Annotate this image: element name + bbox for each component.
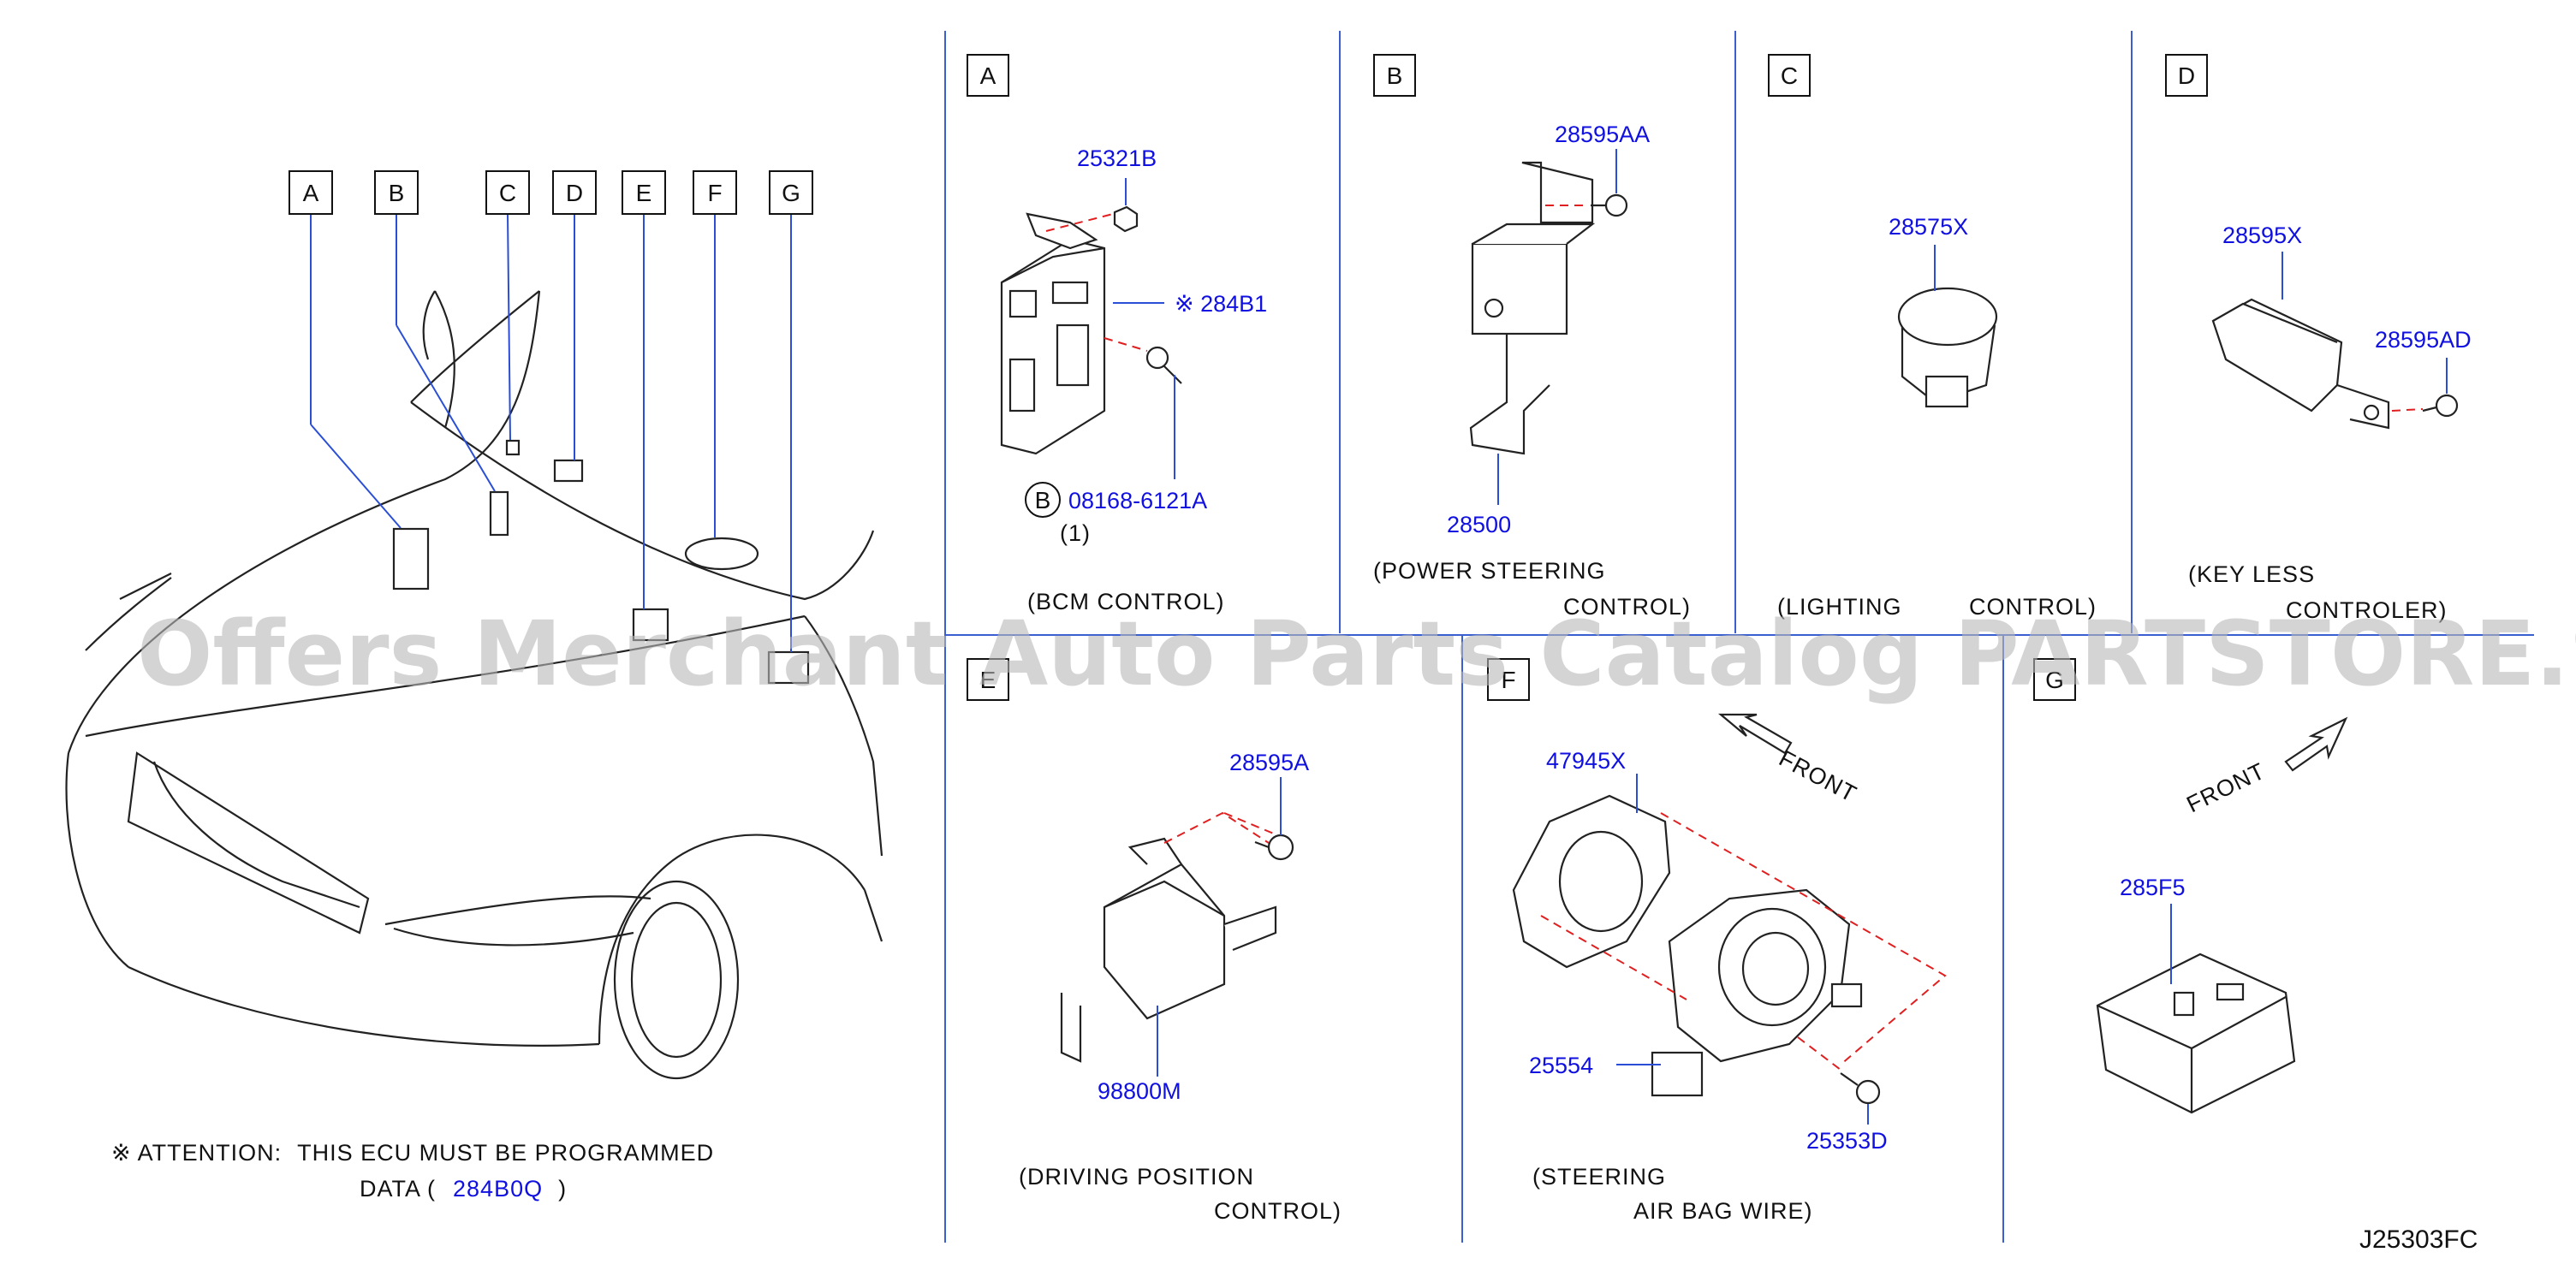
location-box-c: C (485, 170, 530, 215)
part-number-47945x[interactable]: 47945X (1546, 748, 1626, 774)
part-number-285f5[interactable]: 285F5 (2120, 875, 2186, 900)
screw-drawing (1591, 193, 1628, 217)
part-number-284b1[interactable]: ※ 284B1 (1175, 291, 1267, 317)
diagram-code: J25303FC (2359, 1225, 2478, 1254)
panel-e: E 28595A 98800M (DRIVING POSITION CONTRO… (967, 658, 1342, 1224)
location-box-e: E (622, 170, 666, 215)
driving-position-unit-drawing (1060, 837, 1277, 1063)
location-box-b: B (374, 170, 419, 215)
lighting-sensor-drawing (1897, 287, 1998, 408)
location-box-a: A (289, 170, 333, 215)
location-box-g: G (769, 170, 813, 215)
panel-caption-line-2: AIR BAG WIRE) (1633, 1198, 1813, 1224)
panel-d: D 28595X 28595AD (KEY LESS CONTROLER) (2165, 54, 2472, 623)
location-letter: F (707, 180, 722, 206)
location-letter: G (782, 180, 800, 206)
panel-caption-line-2: CONTROLER) (2286, 597, 2448, 623)
screw-drawing (1840, 1072, 1881, 1105)
part-number-08168-6121a[interactable]: 08168-6121A (1068, 488, 1207, 513)
attention-close: ) (558, 1176, 567, 1202)
part-number-28595x[interactable]: 28595X (2222, 223, 2302, 248)
nut-drawing (1113, 205, 1139, 233)
panel-letter: D (2178, 62, 2195, 89)
panel-caption-line-2: CONTROL) (1214, 1198, 1342, 1224)
attention-part-number[interactable]: 284B0Q (453, 1176, 543, 1202)
panel-letter: G (2045, 667, 2064, 693)
panel-letter: F (1501, 667, 1515, 693)
panel-c: C 28575X (LIGHTING CONTROL) (1768, 54, 2097, 620)
screw-drawing (2422, 394, 2459, 418)
bcm-unit-drawing (1000, 212, 1106, 455)
location-box-d: D (552, 170, 597, 215)
part-number-28575x[interactable]: 28575X (1889, 214, 1968, 240)
location-letter: D (566, 180, 583, 206)
location-box-f: F (693, 170, 737, 215)
reference-circle (1025, 482, 1061, 518)
part-number-28595a[interactable]: 28595A (1229, 750, 1309, 775)
screw-drawing (1254, 834, 1294, 861)
overview-parts (392, 439, 810, 685)
front-arrow-icon (2284, 716, 2348, 772)
module-285f5-drawing (2096, 952, 2296, 1114)
part-quantity: (1) (1060, 520, 1091, 546)
location-letter: A (303, 180, 319, 206)
panel-caption-line-2: CONTROL) (1969, 594, 2097, 620)
location-letter: E (636, 180, 652, 206)
part-number-28500[interactable]: 28500 (1447, 512, 1511, 537)
location-letter: C (499, 180, 516, 206)
overview-leaders (310, 213, 792, 652)
panel-letter: C (1781, 62, 1798, 89)
part-number-25353d[interactable]: 25353D (1806, 1128, 1888, 1154)
part-number-28595ad[interactable]: 28595AD (2375, 327, 2472, 353)
attention-text: THIS ECU MUST BE PROGRAMMED (297, 1140, 714, 1166)
panel-letter: E (980, 667, 996, 693)
overview-letter-boxes: A B C D E F G (289, 170, 813, 215)
front-indicator: FRONT (2182, 757, 2269, 817)
attention-prefix: ※ ATTENTION: (111, 1140, 282, 1166)
panel-caption-line-1: (LIGHTING (1777, 594, 1902, 620)
panel-caption-line-1: (DRIVING POSITION (1019, 1164, 1254, 1190)
panel-caption-line-1: (KEY LESS (2188, 561, 2315, 587)
front-arrow-icon (1717, 713, 1793, 755)
watermark-text: Offers Merchant Auto Parts Catalog PARTS… (137, 602, 2576, 706)
panel-a: A 25321B ※ 284B1 B 08168-6121A (1) (BCM … (967, 54, 1267, 614)
attention-note: ※ ATTENTION:THIS ECU MUST BE PROGRAMMED … (111, 1140, 714, 1202)
reference-circle-letter: B (1035, 487, 1051, 513)
car-outline (65, 290, 883, 1080)
part-number-28595aa[interactable]: 28595AA (1555, 122, 1650, 147)
keyless-unit-drawing (2211, 298, 2390, 430)
front-indicator: FRONT (1775, 745, 1861, 807)
attention-data: DATA ( (360, 1176, 436, 1202)
steering-sensor-drawing (1512, 794, 1671, 969)
part-number-25554[interactable]: 25554 (1529, 1053, 1593, 1078)
panel-g: G FRONT 285F5 (2033, 658, 2348, 1114)
svg-text:DATA (284B0Q): DATA ( 284B0Q) (360, 1176, 567, 1202)
panel-caption-line-2: CONTROL) (1563, 594, 1691, 620)
part-number-25321b[interactable]: 25321B (1077, 145, 1157, 171)
panel-letter: B (1387, 62, 1403, 89)
power-steering-unit-drawing (1469, 161, 1596, 455)
bolt-drawing (1145, 346, 1182, 384)
panel-b: B 28595AA 28500 (POWER STEERING CONTROL) (1373, 54, 1691, 620)
location-letter: B (389, 180, 405, 206)
panel-caption-line-1: (POWER STEERING (1373, 558, 1606, 584)
panel-letter: A (980, 62, 996, 89)
svg-text:※ ATTENTION:THIS ECU MUST B: ※ ATTENTION: THIS ECU MUST BE PROGRAMMED (111, 1140, 714, 1166)
panel-f: F FRONT 47945X 25554 25353D (STEERING AI… (1487, 658, 1947, 1224)
panel-dividers (944, 31, 2534, 1243)
part-number-98800m[interactable]: 98800M (1098, 1078, 1181, 1104)
panel-caption-line-1: (STEERING (1532, 1164, 1666, 1190)
spiral-cable-drawing (1651, 888, 1863, 1097)
panel-caption: (BCM CONTROL) (1027, 589, 1225, 614)
